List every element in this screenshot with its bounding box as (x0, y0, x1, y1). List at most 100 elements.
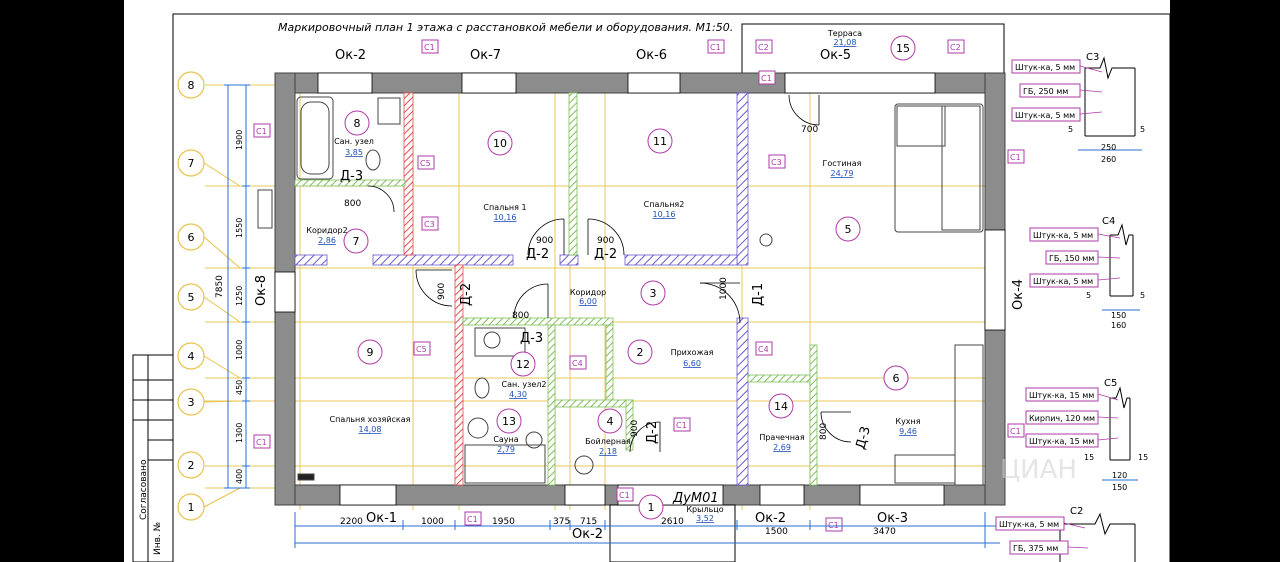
washbasin (377, 97, 401, 125)
plan-label: ГБ, 375 мм (1013, 544, 1058, 553)
sauna-stove (467, 417, 489, 439)
plan-label: Коридор (570, 288, 606, 297)
window-bottom-1: Ок-1 (366, 511, 397, 526)
plan-label: Прачечная (759, 433, 805, 442)
section-titles: С3 С4 С5 С2 (1070, 52, 1117, 517)
plan-label: С1 (761, 74, 772, 83)
plan-label: С3 (1086, 52, 1099, 63)
plan-label: 5 (1086, 291, 1091, 300)
furniture (257, 96, 984, 486)
door-width-9: 700 (801, 125, 818, 135)
plan-label: Кухня (895, 417, 920, 426)
door-width-3: 900 (597, 236, 614, 246)
plan-label: 6 (893, 372, 900, 385)
axis-label-2: 2 (188, 459, 195, 472)
plan-label: С1 (676, 421, 687, 430)
window-right: Ок-4 (1011, 279, 1026, 310)
plan-label: С2 (950, 43, 961, 52)
drawing-frame (172, 13, 1171, 562)
plan-label: С5 (420, 159, 431, 168)
plan-label: 15 (1138, 453, 1148, 462)
window-bottom-4: Ок-3 (877, 511, 908, 526)
room-12: 12 Сан. узел2 4,30 (502, 358, 547, 399)
plan-title: Маркировочный план 1 этажа с расстановко… (278, 21, 733, 34)
plan-label: С4 (1102, 216, 1115, 227)
plan-label: С3 (771, 158, 782, 167)
axis-label-3: 3 (188, 396, 195, 409)
plan-label: Штук-ка, 5 мм (999, 520, 1059, 529)
plan-label: 150 (1111, 311, 1126, 320)
plan-label: 2,18 (599, 447, 617, 456)
plan-label: С5 (1104, 378, 1117, 389)
axis-label-7: 7 (188, 157, 195, 170)
plan-label: 160 (1111, 321, 1126, 330)
room-5: 5 Гостиная 24,79 (823, 159, 862, 236)
plan-label: 9,46 (899, 427, 917, 436)
plan-label: 8 (354, 117, 361, 130)
dim-b-1000: 1000 (421, 517, 444, 527)
door-width-5: 800 (512, 311, 529, 321)
toilet-2 (474, 377, 490, 399)
toilet (365, 149, 381, 171)
plan-label: С1 (1010, 427, 1021, 436)
plan-label: Штук-ка, 15 мм (1029, 437, 1094, 446)
boiler (574, 455, 594, 475)
plan-label: Спальня 1 (483, 203, 526, 212)
plan-label: 4,30 (509, 390, 527, 399)
door-d2-left: Д-2 (459, 283, 474, 306)
wall-marker-labels: С1 С1 С1 С2 С2 С1 С1 С5 С3 С3 С5 С4 С4 С… (256, 43, 1021, 530)
stamp-inventory: Инв. № (153, 522, 163, 555)
plan-label: Гостиная (823, 159, 862, 168)
plan-label: С1 (710, 43, 721, 52)
plan-label: Сан. узел2 (502, 380, 547, 389)
plan-label: 6,00 (579, 297, 597, 306)
door-d3-kitchen: Д-3 (853, 425, 873, 451)
room-11: 11 Спальня2 10,16 (644, 135, 685, 219)
plan-label: 2,86 (318, 236, 336, 245)
plan-label: 14 (774, 400, 788, 413)
axis-label-6: 6 (188, 231, 195, 244)
dim-total-height: 7850 (215, 275, 225, 298)
door-d2-b: Д-2 (594, 247, 617, 262)
room-7: 7 Коридор2 2,86 (306, 226, 359, 248)
door-width-4: 900 (437, 283, 447, 300)
plan-label: Спальня хозяйская (330, 415, 411, 424)
room-1: 1 Крыльцо 3,52 (648, 501, 724, 523)
kitchen-counter (954, 344, 984, 486)
plan-label: С3 (424, 220, 435, 229)
dim-v-400: 400 (235, 469, 244, 484)
room-4: 4 Бойлерная 2,18 (585, 415, 631, 456)
radiator-left (257, 189, 273, 229)
plan-label: Сан. узел (334, 137, 374, 146)
plan-label: 5 (845, 223, 852, 236)
dim-b-715: 715 (580, 517, 597, 527)
plan-label: 260 (1101, 155, 1116, 164)
plan-label: 11 (653, 135, 667, 148)
plan-label: 5 (1140, 291, 1145, 300)
window-bottom-2: Ок-2 (572, 527, 603, 542)
window-top-4: Ок-5 (820, 48, 851, 63)
dim-v-1300: 1300 (235, 423, 244, 443)
dim-v-450: 450 (235, 380, 244, 395)
room-9: 9 Спальня хозяйская 14,08 (330, 346, 411, 434)
door-d2-bottom: Д-2 (645, 421, 660, 444)
axis-label-4: 4 (188, 350, 195, 363)
vertical-dimension-chain (224, 84, 250, 489)
floor-lamp (759, 233, 773, 247)
sauna-bucket (525, 431, 543, 449)
door-d3-top: Д-3 (340, 169, 363, 184)
room-13: 13 Сауна 2,79 (493, 415, 518, 454)
plan-label: С2 (758, 43, 769, 52)
dim-b-375: 375 (553, 517, 570, 527)
plan-label: 10 (493, 137, 507, 150)
room-3: 3 Коридор 6,00 (570, 287, 657, 306)
bath-sink (483, 331, 501, 349)
plan-label: С5 (416, 345, 427, 354)
plan-label: Спальня2 (644, 200, 685, 209)
dim-b-2610: 2610 (661, 517, 684, 527)
plan-label: 15 (1084, 453, 1094, 462)
side-stamp (132, 354, 174, 562)
plan-label: С1 (1010, 153, 1021, 162)
plan-label: Терраса (827, 29, 862, 38)
